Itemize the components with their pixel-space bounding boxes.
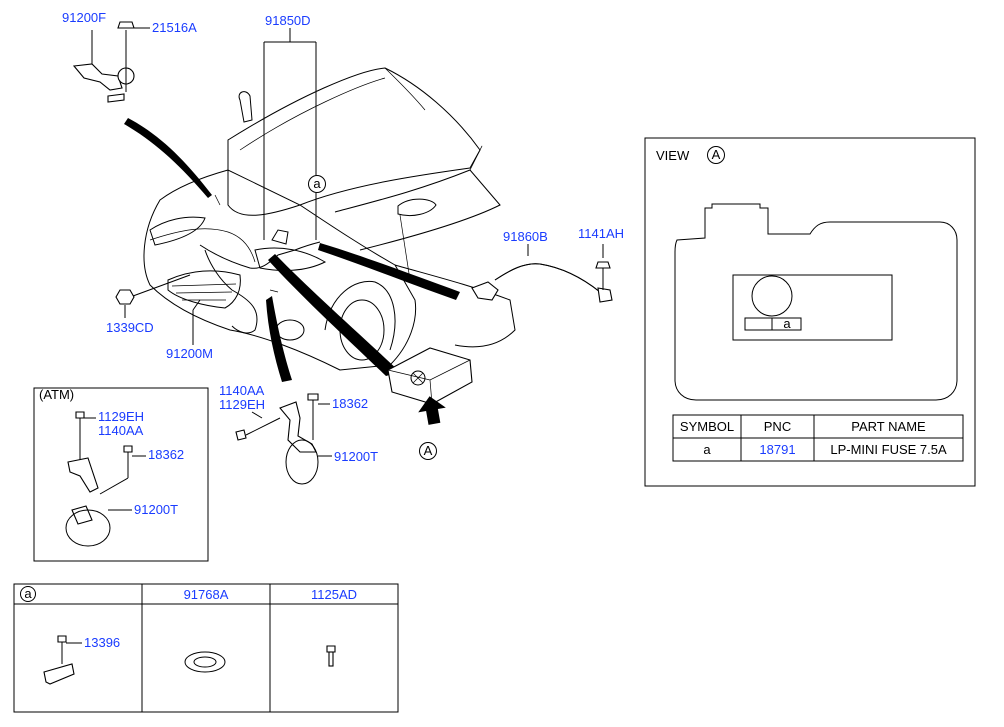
callout-21516A: 21516A [152,20,197,35]
callout-91860B: 91860B [503,229,548,244]
leader-swooshes [124,118,460,382]
marker-a-circle [308,175,326,193]
arrow-a-label: A [423,443,433,458]
callout-1129EH: 1129EH [219,397,266,412]
view-panel [644,137,976,487]
bracket-91850D [263,28,326,240]
engine-harness [199,241,321,269]
view-table-cell-symbol: a [703,442,711,457]
atm-callout-91200T: 91200T [134,502,179,517]
right-mirror [397,198,437,217]
atm-box [33,387,209,562]
atm-callout-1140AA: 1140AA [98,423,144,438]
bottom-callout-13396: 13396 [84,635,121,650]
atm-callout-1129EH: 1129EH [98,409,145,424]
marker-a-label: a [313,176,321,191]
leader-91200M [192,299,201,345]
callout-18362: 18362 [332,396,369,411]
right-headlight [254,247,327,271]
bottom-header-91768A: 91768A [183,587,229,602]
bottom-symbol-a: a [24,586,32,601]
view-table-header-pnc: PNC [763,419,792,434]
callout-1141AH: 1141AH [578,226,625,241]
bottom-table [13,583,399,713]
fuse-box-outline [674,203,958,401]
view-table-cell-part-name: LP-MINI FUSE 7.5A [830,442,947,457]
view-table-header-part-name: PART NAME [851,419,926,434]
part-91200F [72,21,150,103]
view-title-circle-label: A [711,147,721,162]
left-headlight [149,216,206,246]
cable-91860B [471,244,613,303]
part-91200T-main [235,393,332,485]
callout-91200F: 91200F [62,10,107,25]
callout-91850D: 91850D [265,13,311,28]
wheel-arch [324,280,396,351]
view-table-cell-pnc[interactable]: 18791 [759,442,796,457]
left-mirror [238,91,253,123]
view-table-header-symbol: SYMBOL [679,419,735,434]
fuse-slot-panel [732,274,893,341]
atm-title: (ATM) [39,387,75,402]
fuse-round-socket [751,275,793,317]
atm-callout-18362: 18362 [148,447,185,462]
callout-1339CD: 1339CD [106,320,154,335]
car-front-illustration [143,67,516,371]
view-title: VIEW [656,148,690,163]
nut-1339CD [115,274,191,318]
fuse-a [744,317,802,331]
callout-91200T: 91200T [334,449,379,464]
fuse-a-label: a [783,316,791,331]
callout-91200M: 91200M [166,346,213,361]
bottom-header-1125AD: 1125AD [310,587,357,602]
callout-1140AA: 1140AA [219,383,265,398]
front-grille [167,270,241,309]
fuse-box [387,347,473,460]
